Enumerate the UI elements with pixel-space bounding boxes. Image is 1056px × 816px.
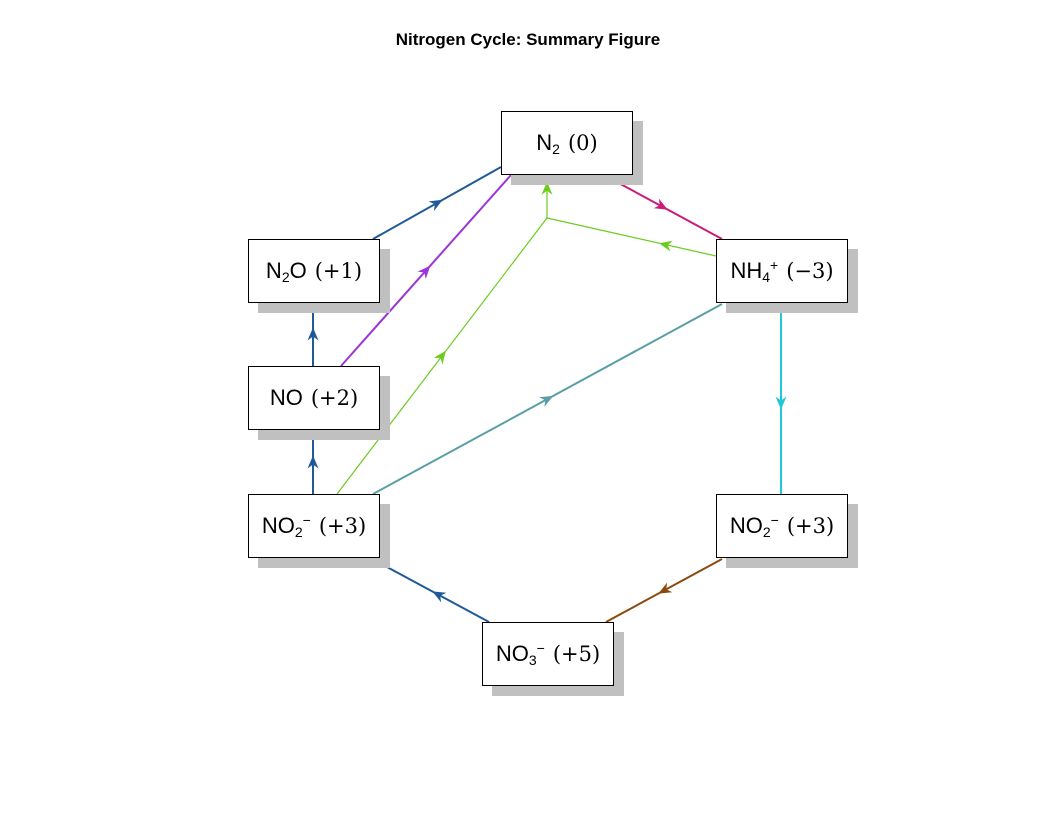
edge-no2-left-to-nh4-arrow — [539, 395, 554, 407]
edge-nh4-to-n2-junction — [546, 217, 717, 257]
edge-n2o-to-n2-arrow — [428, 199, 443, 211]
edge-n2-to-nh4-arrow — [653, 198, 668, 210]
diagram-title: Nitrogen Cycle: Summary Figure — [395, 30, 661, 49]
edges-layer — [307, 166, 787, 623]
node-no2-left-oxidation: (+3) — [318, 514, 367, 538]
edge-no3-to-no2-left-arrow — [432, 591, 447, 603]
node-no-formula: NO — [269, 385, 303, 410]
node-no: NO (+2) — [248, 366, 380, 430]
node-no2-right-formula: NO2− — [729, 512, 779, 540]
node-no-oxidation: (+2) — [310, 386, 359, 410]
node-no2-right: NO2− (+3) — [716, 494, 848, 558]
edge-no2-right-to-no3-arrow — [658, 582, 673, 594]
edge-no2-left-to-n2-arrow — [433, 350, 446, 365]
node-nh4-formula: NH4+ — [730, 257, 779, 285]
node-n2o-oxidation: (+1) — [314, 259, 363, 283]
node-n2-formula: N2 — [536, 130, 560, 157]
node-nh4-oxidation: (−3) — [786, 259, 834, 283]
node-n2o: N2O (+1) — [248, 239, 380, 303]
edge-no2-left-to-n2-arrow-1 — [541, 181, 553, 195]
node-n2o-formula: N2O — [265, 258, 307, 285]
node-no3-oxidation: (+5) — [552, 642, 601, 666]
edge-nh4-to-no2-right-arrow — [775, 396, 787, 410]
node-no3-formula: NO3− — [495, 640, 545, 668]
node-nh4: NH4+ (−3) — [716, 239, 848, 303]
node-n2: N2 (0) — [501, 111, 633, 175]
edge-no-to-n2-arrow — [417, 265, 431, 279]
edge-no-to-n2o-arrow — [307, 327, 319, 341]
node-no2-right-oxidation: (+3) — [786, 514, 835, 538]
node-no2-left: NO2− (+3) — [248, 494, 380, 558]
edge-no2-left-to-n2 — [336, 183, 548, 495]
node-n2-oxidation: (0) — [567, 131, 598, 155]
node-no3: NO3− (+5) — [482, 622, 614, 686]
edge-no2-left-to-no-arrow — [307, 455, 319, 469]
edge-nh4-to-n2-junction-arrow — [659, 240, 673, 252]
node-no2-left-formula: NO2− — [261, 512, 311, 540]
